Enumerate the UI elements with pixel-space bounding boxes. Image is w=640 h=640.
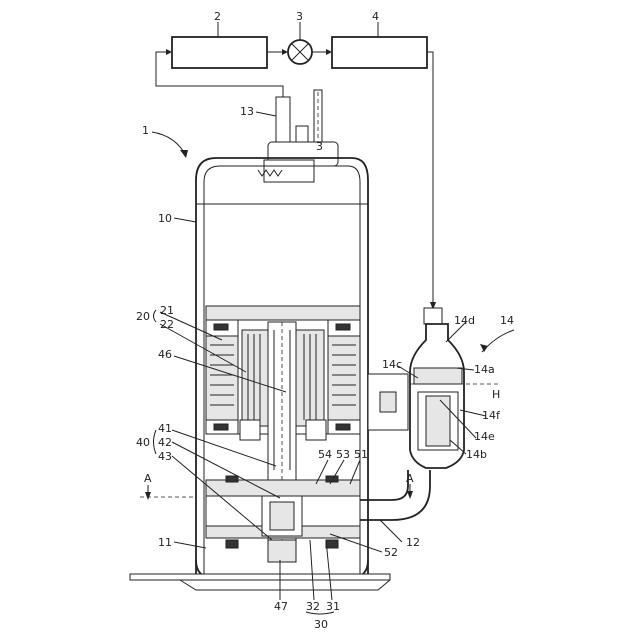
label-4: 4 (372, 10, 379, 23)
label-32: 32 (306, 600, 320, 613)
label-51: 51 (354, 448, 368, 461)
stator-21-right (328, 336, 360, 420)
label-14d: 14d (454, 314, 475, 327)
label-1: 1 (142, 124, 149, 137)
label-12: 12 (406, 536, 420, 549)
screen-14c (414, 368, 462, 384)
label-22: 22 (160, 318, 174, 331)
box-2 (172, 37, 267, 68)
expansion-valve-icon (288, 40, 312, 64)
label-30: 30 (314, 618, 328, 631)
label-2: 2 (214, 10, 221, 23)
label-47: 47 (274, 600, 288, 613)
suction-line (427, 52, 433, 308)
box-4 (332, 37, 427, 68)
label-53: 53 (336, 448, 350, 461)
stator-21 (206, 336, 238, 420)
label-21: 21 (160, 304, 174, 317)
suction-pipe-12 (360, 470, 430, 520)
label-14e: 14e (474, 430, 495, 443)
label-3b: 3 (316, 140, 323, 153)
label-11: 11 (158, 536, 172, 549)
label-a-left: A (144, 472, 152, 485)
discharge-pipe (276, 97, 290, 145)
label-14a: 14a (474, 363, 495, 376)
label-52: 52 (384, 546, 398, 559)
label-46: 46 (158, 348, 172, 361)
label-42: 42 (158, 436, 172, 449)
label-14: 14 (500, 314, 514, 327)
label-h: H (492, 388, 500, 401)
label-14f: 14f (482, 409, 501, 422)
arrow-icon (282, 49, 288, 55)
label-13: 13 (240, 105, 254, 118)
label-43: 43 (158, 450, 172, 463)
discharge-line (156, 52, 283, 97)
label-10: 10 (158, 212, 172, 225)
label-31: 31 (326, 600, 340, 613)
label-20: 20 (136, 310, 150, 323)
label-40: 40 (136, 436, 150, 449)
label-3: 3 (296, 10, 303, 23)
label-14c: 14c (382, 358, 402, 371)
base-plate (130, 574, 390, 580)
label-a-right: A (406, 472, 414, 485)
label-41: 41 (158, 422, 172, 435)
label-14b: 14b (466, 448, 487, 461)
label-54: 54 (318, 448, 332, 461)
